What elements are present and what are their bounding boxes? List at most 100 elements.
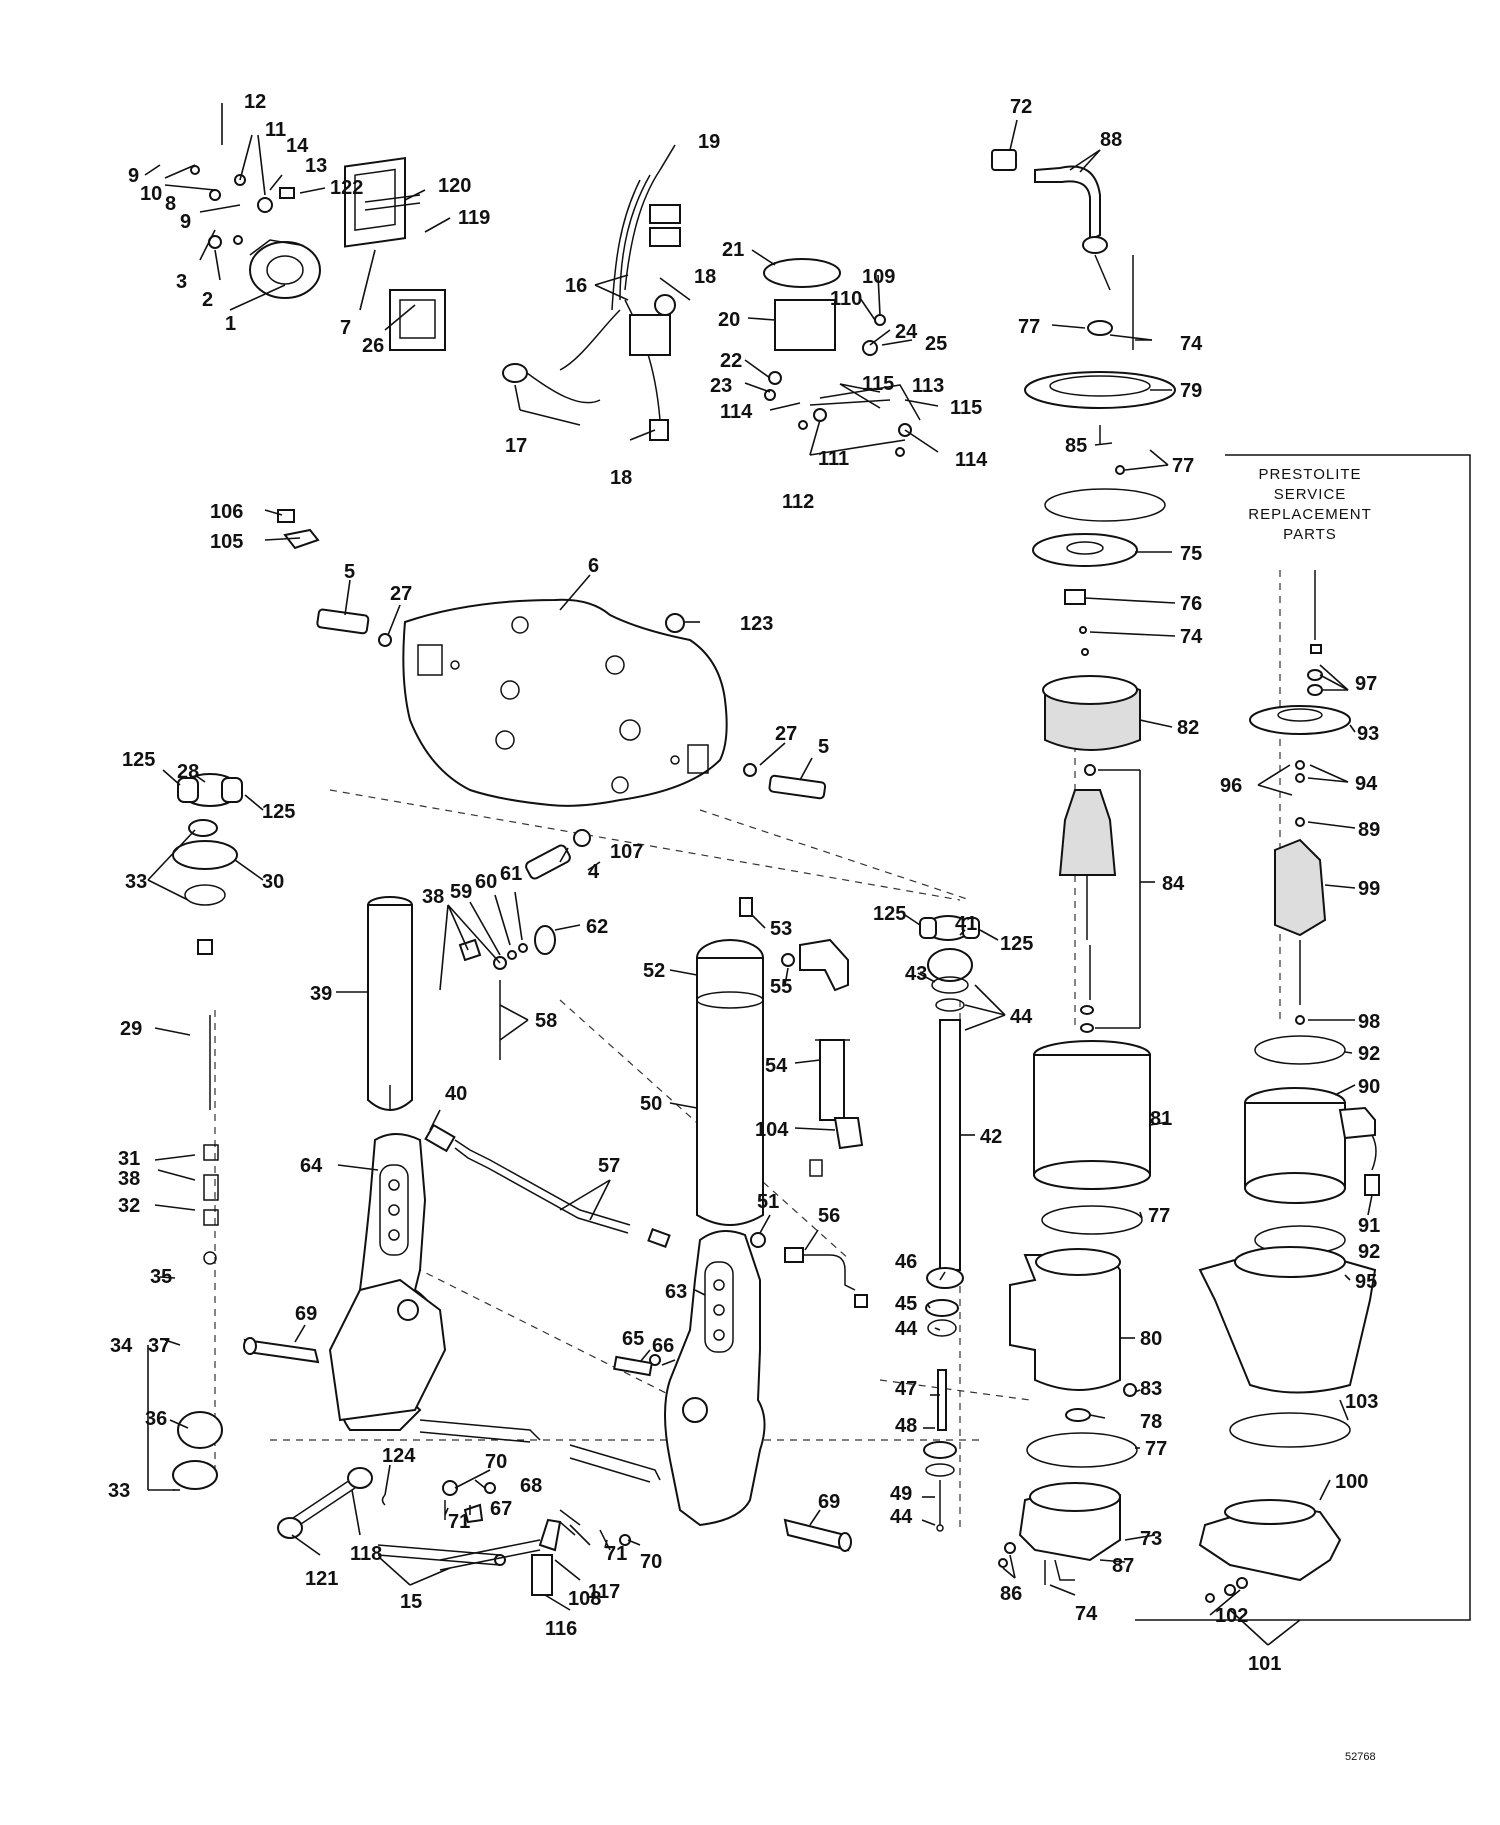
label-14: 14 [286,135,309,157]
label-95: 95 [1355,1271,1377,1293]
label-30: 30 [262,871,284,893]
label-109: 109 [862,266,895,288]
label-35: 35 [150,1266,172,1288]
label-107: 107 [610,841,643,863]
label-81: 81 [1150,1108,1172,1130]
label-66: 66 [652,1335,674,1357]
label-16: 16 [565,275,587,297]
swivel-bracket-64 [243,1133,541,1443]
label-114: 114 [720,401,753,423]
label-71b: 71 [605,1543,627,1565]
label-89: 89 [1358,819,1380,841]
label-85: 85 [1065,435,1087,457]
label-18: 18 [694,266,716,288]
label-40: 40 [445,1083,467,1105]
label-110: 110 [830,288,862,310]
label-61: 61 [500,863,522,885]
label-116: 116 [545,1618,577,1640]
label-29: 29 [120,1018,142,1040]
label-45: 45 [895,1293,917,1315]
label-87: 87 [1112,1555,1134,1577]
label-70b: 70 [640,1551,662,1573]
label-97: 97 [1355,673,1377,695]
label-96: 96 [1220,775,1242,797]
label-22: 22 [720,350,742,372]
label-101: 101 [1248,1653,1281,1675]
label-125: 125 [122,749,155,771]
wiring-harness-assembly [502,169,921,457]
label-90: 90 [1358,1076,1380,1098]
label-118: 118 [350,1543,382,1565]
label-10: 10 [140,183,162,205]
left-cylinder-assembly [172,773,243,1490]
label-37: 37 [148,1335,170,1357]
label-59: 59 [450,881,472,903]
label-115: 115 [862,373,894,395]
label-9: 9 [128,165,139,187]
trim-switch-assembly [190,156,446,351]
right-cylinder-assembly [919,915,980,1532]
prestolite-note-line1: PRESTOLITE [1258,466,1361,483]
label-114b: 114 [955,449,988,471]
label-44c: 44 [890,1506,913,1528]
label-26: 26 [362,335,384,357]
label-74c: 74 [1075,1603,1098,1625]
label-91: 91 [1358,1215,1380,1237]
label-102: 102 [1215,1605,1248,1627]
label-60: 60 [475,871,497,893]
prestolite-box-outline [1135,454,1471,1621]
label-70: 70 [485,1451,507,1473]
label-52: 52 [643,960,665,982]
label-49: 49 [890,1483,912,1505]
label-99: 99 [1358,878,1380,900]
label-24: 24 [895,321,918,343]
label-69: 69 [295,1303,317,1325]
motor-reservoir-stack [998,1040,1151,1585]
label-39: 39 [310,983,332,1005]
label-77b: 77 [1172,455,1194,477]
label-80: 80 [1140,1328,1162,1350]
label-56: 56 [818,1205,840,1227]
label-21: 21 [722,239,744,261]
label-71: 71 [448,1511,470,1533]
label-124: 124 [382,1445,416,1467]
label-55: 55 [770,976,792,998]
label-100: 100 [1335,1471,1368,1493]
label-75: 75 [1180,543,1202,565]
label-77: 77 [1018,316,1040,338]
label-48: 48 [895,1415,917,1437]
swivel-bracket-63 [569,1230,852,1552]
label-32: 32 [118,1195,140,1217]
label-17: 17 [505,435,527,457]
label-11: 11 [265,119,286,141]
label-77d: 77 [1145,1438,1167,1460]
label-122: 122 [330,177,363,199]
label-86: 86 [1000,1583,1022,1605]
label-13: 13 [305,155,327,177]
label-28: 28 [177,761,199,783]
label-19: 19 [698,131,720,153]
label-51: 51 [757,1191,779,1213]
label-27b: 27 [775,723,797,745]
label-6: 6 [588,555,599,577]
label-106: 106 [210,501,243,523]
label-5: 5 [344,561,355,583]
label-108: 108 [568,1588,601,1610]
label-125d: 125 [1000,933,1033,955]
label-94: 94 [1355,773,1378,795]
label-46: 46 [895,1251,917,1273]
label-64: 64 [300,1155,323,1177]
label-120: 120 [438,175,471,197]
label-58: 58 [535,1010,557,1032]
label-41: 41 [955,913,977,935]
label-98: 98 [1358,1011,1380,1033]
label-15: 15 [400,1591,422,1613]
label-4: 4 [588,861,600,883]
label-42: 42 [980,1126,1002,1148]
label-54: 54 [765,1055,788,1077]
pump-stack-top [991,149,1176,1033]
label-72: 72 [1010,96,1032,118]
label-63: 63 [665,1281,687,1303]
